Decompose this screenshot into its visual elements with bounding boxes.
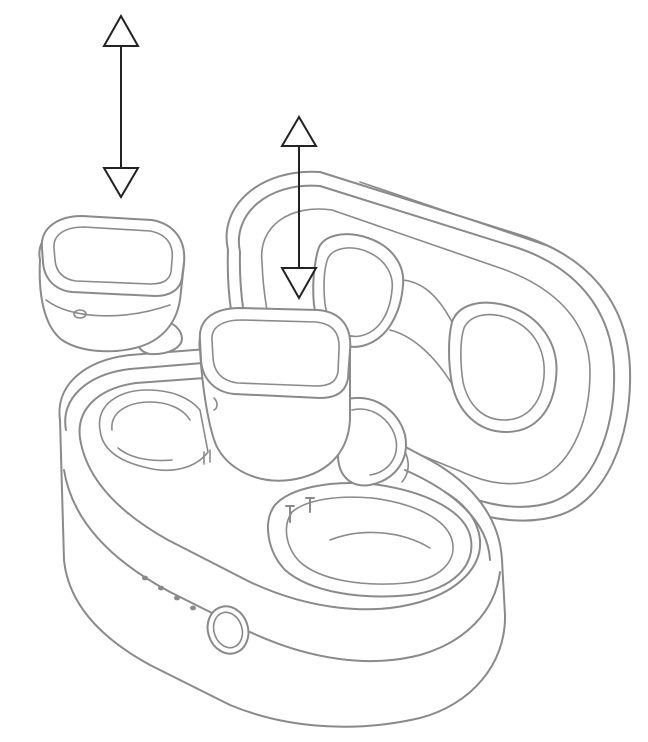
lid-ridge-top <box>402 279 453 323</box>
case-rim-outer <box>64 361 216 431</box>
lifted-earbud-seam <box>45 299 171 317</box>
indicator-led <box>174 595 180 601</box>
earbud-in-case-tip <box>337 396 407 487</box>
lifted-earbud-cap <box>40 215 186 297</box>
base-left-cavity-inner <box>111 401 191 462</box>
lift-arrow-right-up-head <box>280 115 318 147</box>
lift-arrow-left-down-head <box>102 167 140 199</box>
right-charging-pin-1 <box>285 505 295 523</box>
lid-left-cavity-inner <box>323 247 394 338</box>
earbud-in-case-mic <box>213 397 218 411</box>
base-right-cavity-ridge <box>329 531 431 549</box>
lift-arrow-left <box>102 13 140 199</box>
case-front-seam <box>63 469 501 663</box>
lift-arrow-right <box>280 115 318 301</box>
indicator-led <box>158 585 164 591</box>
power-button <box>206 605 250 655</box>
earbud-in-case-cap-inner <box>211 319 340 387</box>
base-right-cavity-inner <box>285 496 454 585</box>
earbud-in-case-tip-ring <box>351 408 398 476</box>
lid-right-cavity-inner <box>460 313 545 421</box>
lifted-earbud <box>38 215 186 356</box>
lifted-earbud-cap-inner <box>53 226 174 285</box>
lift-arrow-right-down-head <box>280 267 318 301</box>
power-button-inner <box>212 611 244 649</box>
right-charging-pin-2 <box>305 497 315 513</box>
indicator-leds <box>142 575 196 611</box>
indicator-led <box>190 605 196 611</box>
earbud-in-case <box>198 307 407 487</box>
case-rim-inner <box>78 377 482 611</box>
lid-ridge-bottom <box>389 329 453 385</box>
lid-left-cavity <box>312 233 405 348</box>
earbud-in-case-cap <box>198 307 352 399</box>
base-left-cavity <box>98 389 209 472</box>
left-charging-pin <box>203 449 211 465</box>
lift-arrow-left-up-head <box>102 13 140 47</box>
lid-edge-highlight <box>359 181 549 247</box>
indicator-led <box>142 575 148 581</box>
